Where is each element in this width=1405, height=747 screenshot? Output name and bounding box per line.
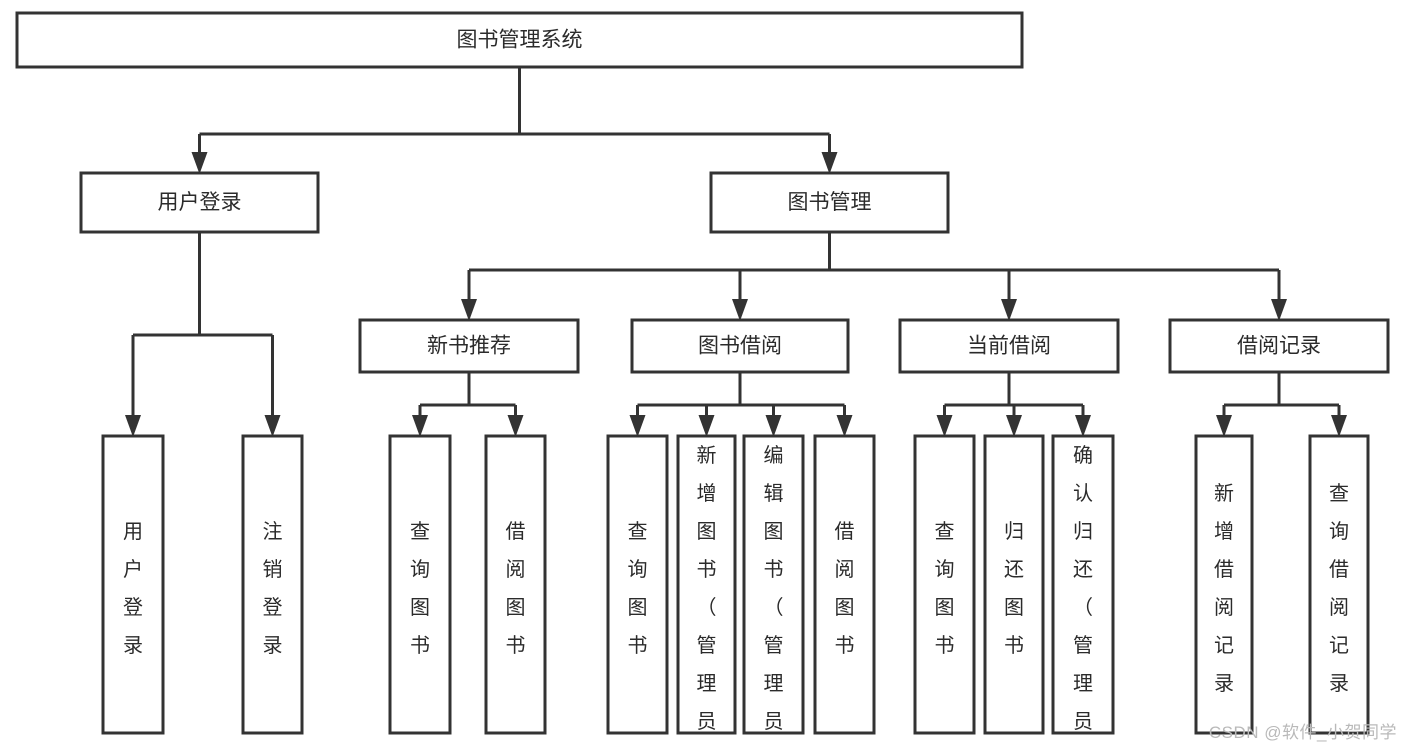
node-box-leaf-user-login[interactable] <box>101 434 165 735</box>
node-box-leaf-query-book-1[interactable] <box>388 434 452 735</box>
node-label-leaf-borrow-book-2: 借阅图书 <box>835 520 855 657</box>
node-layer: 图书管理系统用户登录图书管理新书推荐图书借阅当前借阅借阅记录用户登录注销登录查询… <box>15 11 1390 747</box>
node-label-book-management: 图书管理 <box>788 191 872 214</box>
node-leaf-add-book[interactable]: 新增图书（管理员） <box>676 434 737 747</box>
node-box-new-book-recommend[interactable] <box>358 318 580 374</box>
node-label-leaf-add-record: 新增借阅记录 <box>1214 482 1234 695</box>
node-label-leaf-query-record: 查询借阅记录 <box>1329 482 1349 695</box>
node-label-leaf-add-book: 新增图书（管理员） <box>697 444 717 747</box>
node-box-user-login[interactable] <box>79 171 320 234</box>
node-label-borrow-records: 借阅记录 <box>1237 335 1321 358</box>
node-leaf-query-book-2[interactable]: 查询图书 <box>606 434 669 735</box>
node-leaf-return-book[interactable]: 归还图书 <box>983 434 1045 735</box>
node-leaf-confirm-return[interactable]: 确认归还（管理员） <box>1051 434 1115 747</box>
node-leaf-query-book-1[interactable]: 查询图书 <box>388 434 452 735</box>
node-leaf-user-logout[interactable]: 注销登录 <box>241 434 304 735</box>
node-box-leaf-borrow-book-1[interactable] <box>484 434 547 735</box>
node-box-leaf-return-book[interactable] <box>983 434 1045 735</box>
node-current-borrow[interactable]: 当前借阅 <box>898 318 1120 374</box>
node-label-root: 图书管理系统 <box>457 29 583 52</box>
node-box-leaf-query-book-3[interactable] <box>913 434 976 735</box>
node-book-borrow[interactable]: 图书借阅 <box>630 318 850 374</box>
node-label-leaf-query-book-3: 查询图书 <box>935 520 955 657</box>
node-leaf-query-record[interactable]: 查询借阅记录 <box>1308 434 1370 735</box>
node-label-leaf-user-login: 用户登录 <box>123 521 143 657</box>
node-box-leaf-add-record[interactable] <box>1194 434 1254 735</box>
node-label-new-book-recommend: 新书推荐 <box>427 335 511 358</box>
node-borrow-records[interactable]: 借阅记录 <box>1168 318 1390 374</box>
node-box-leaf-query-book-2[interactable] <box>606 434 669 735</box>
node-box-book-borrow[interactable] <box>630 318 850 374</box>
node-label-leaf-user-logout: 注销登录 <box>263 520 283 657</box>
node-user-login[interactable]: 用户登录 <box>79 171 320 234</box>
node-box-leaf-user-logout[interactable] <box>241 434 304 735</box>
node-box-root[interactable] <box>15 11 1024 69</box>
node-label-leaf-return-book: 归还图书 <box>1004 520 1024 657</box>
node-leaf-borrow-book-1[interactable]: 借阅图书 <box>484 434 547 735</box>
node-leaf-edit-book[interactable]: 编辑图书（管理员） <box>742 434 805 747</box>
node-box-leaf-edit-book[interactable] <box>742 434 805 735</box>
node-label-leaf-query-book-1: 查询图书 <box>410 520 430 657</box>
node-label-user-login: 用户登录 <box>158 191 242 214</box>
node-book-management[interactable]: 图书管理 <box>709 171 950 234</box>
node-root[interactable]: 图书管理系统 <box>15 11 1024 69</box>
node-leaf-query-book-3[interactable]: 查询图书 <box>913 434 976 735</box>
node-box-leaf-borrow-book-2[interactable] <box>813 434 876 735</box>
node-box-current-borrow[interactable] <box>898 318 1120 374</box>
node-box-book-management[interactable] <box>709 171 950 234</box>
node-leaf-borrow-book-2[interactable]: 借阅图书 <box>813 434 876 735</box>
edge-layer <box>125 67 1347 437</box>
node-leaf-add-record[interactable]: 新增借阅记录 <box>1194 434 1254 735</box>
node-label-current-borrow: 当前借阅 <box>967 335 1051 358</box>
node-box-leaf-add-book[interactable] <box>676 434 737 735</box>
node-leaf-user-login[interactable]: 用户登录 <box>101 434 165 735</box>
node-box-borrow-records[interactable] <box>1168 318 1390 374</box>
node-label-leaf-confirm-return: 确认归还（管理员） <box>1073 444 1093 747</box>
node-box-leaf-confirm-return[interactable] <box>1051 434 1115 735</box>
node-label-leaf-edit-book: 编辑图书（管理员） <box>764 444 784 747</box>
node-label-book-borrow: 图书借阅 <box>698 335 782 358</box>
node-box-leaf-query-record[interactable] <box>1308 434 1370 735</box>
node-label-leaf-query-book-2: 查询图书 <box>628 520 648 657</box>
node-label-leaf-borrow-book-1: 借阅图书 <box>506 520 526 657</box>
node-new-book-recommend[interactable]: 新书推荐 <box>358 318 580 374</box>
